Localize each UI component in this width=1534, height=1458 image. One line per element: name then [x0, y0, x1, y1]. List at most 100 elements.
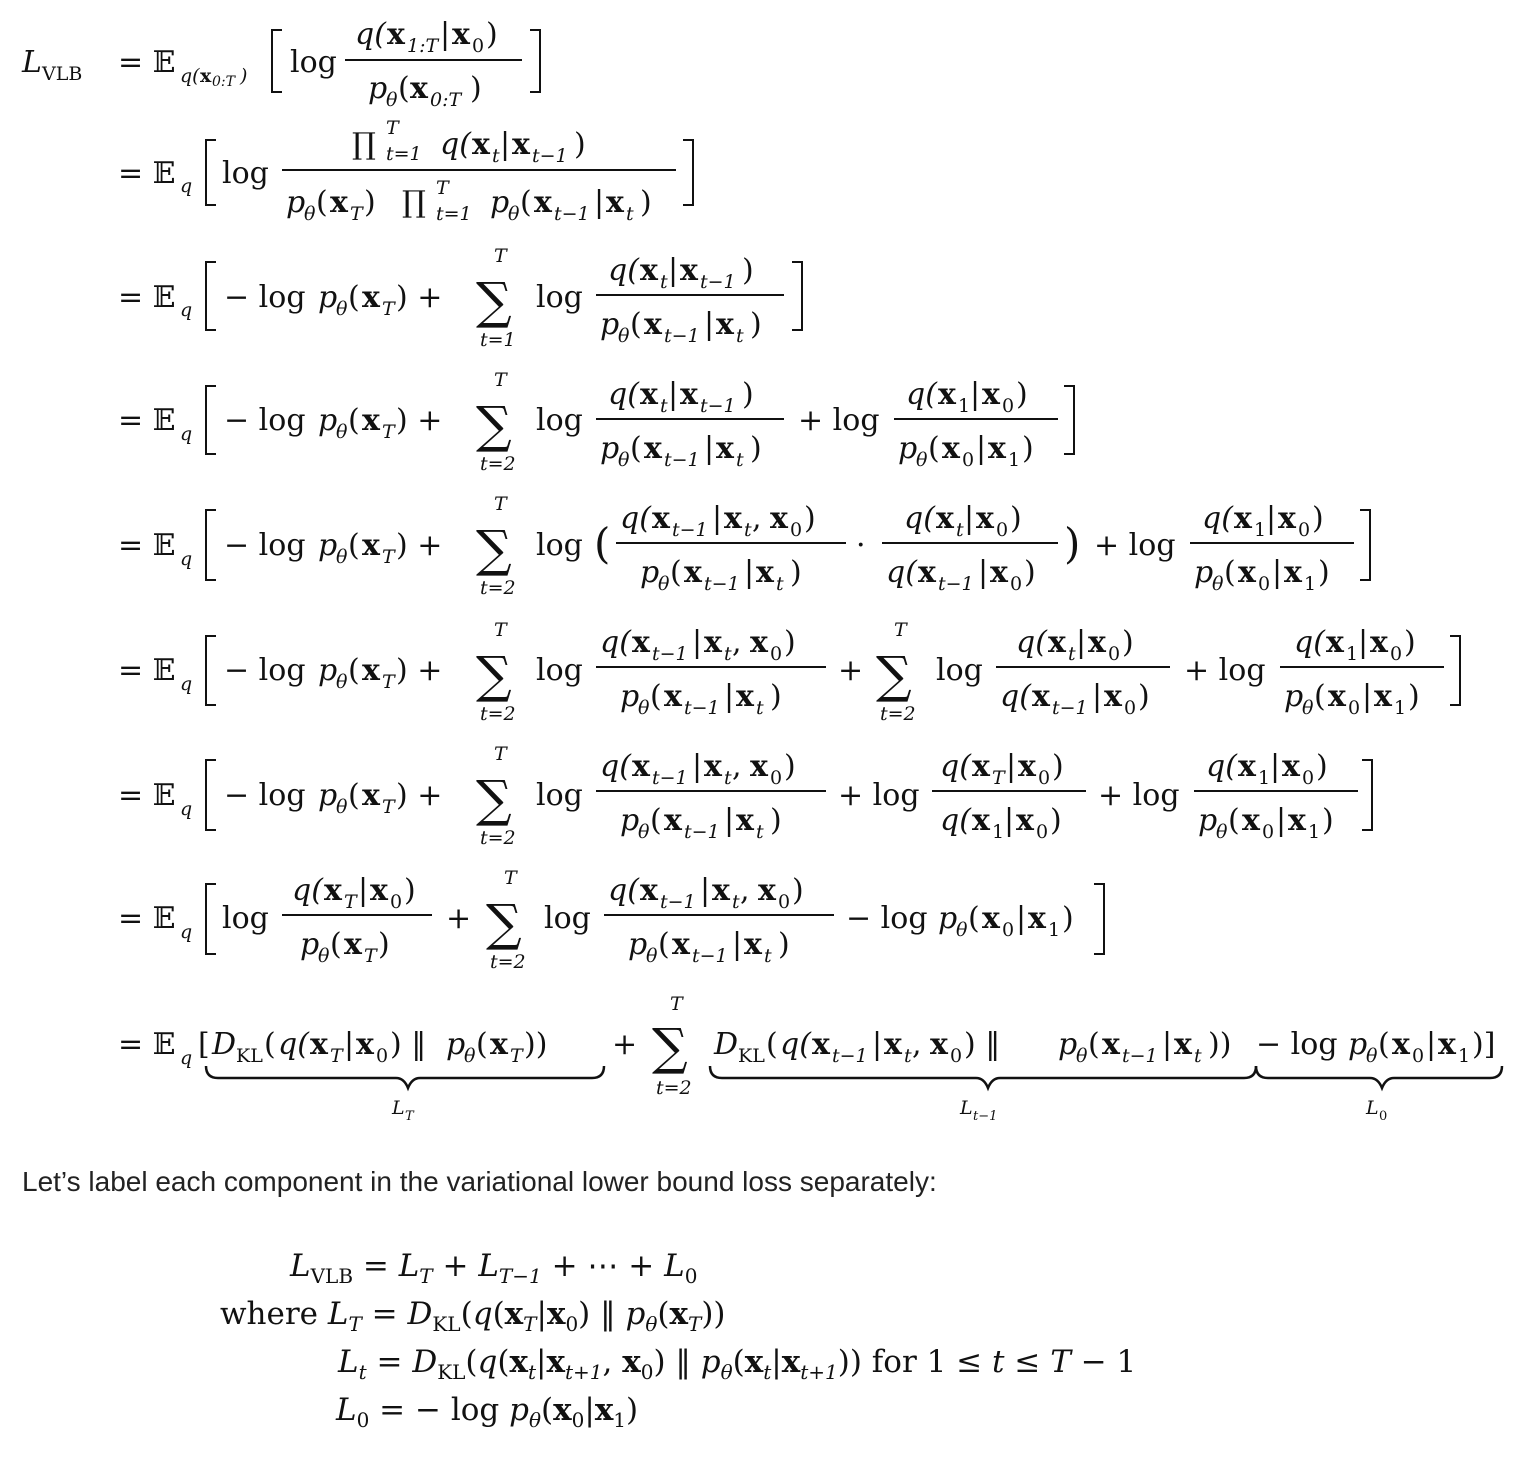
svg-text:t=1: t=1	[480, 329, 516, 351]
svg-text:): )	[1408, 679, 1420, 714]
svg-text:log: log	[536, 280, 583, 315]
svg-text:q(: q(	[1202, 501, 1234, 536]
svg-text:|: |	[704, 307, 714, 342]
svg-text:q(: q(	[1000, 679, 1032, 714]
svg-text:q(: q(	[600, 749, 632, 784]
svg-text:0:T: 0:T	[430, 89, 462, 111]
svg-text:x: x	[1102, 1027, 1121, 1062]
svg-text:∑: ∑	[476, 396, 512, 454]
svg-text:·: ·	[856, 528, 866, 563]
svg-text:0: 0	[1124, 697, 1136, 719]
svg-text:t: t	[1068, 643, 1076, 665]
svg-text:x: x	[387, 17, 406, 52]
svg-text:θ: θ	[1076, 1045, 1088, 1067]
svg-text:x: x	[704, 625, 723, 660]
svg-text:x: x	[750, 625, 769, 660]
svg-text:+: +	[612, 1027, 637, 1062]
svg-text:= 𝔼: = 𝔼	[118, 528, 176, 563]
svg-text:) +: ) +	[396, 653, 442, 688]
svg-text:θ: θ	[508, 203, 520, 225]
svg-text:0: 0	[1038, 767, 1050, 789]
svg-text:(: (	[264, 1027, 276, 1062]
svg-text:0: 0	[472, 35, 484, 57]
svg-text:log: log	[536, 653, 583, 688]
svg-text:p: p	[600, 307, 619, 342]
svg-text:θ: θ	[658, 573, 670, 595]
svg-text:(: (	[348, 403, 360, 438]
svg-text:(: (	[476, 1027, 488, 1062]
svg-text:log: log	[222, 901, 269, 936]
svg-text:θ: θ	[318, 945, 330, 967]
svg-text:θ: θ	[638, 821, 650, 843]
summary-line-2: where LT = DKL(q(xT|x0) ‖ pθ(xT))	[220, 1296, 726, 1337]
svg-text:t−1: t−1	[684, 821, 720, 843]
svg-text:x: x	[344, 927, 363, 962]
svg-text:|: |	[1092, 679, 1102, 714]
svg-text:∑: ∑	[486, 894, 522, 952]
svg-text:(: (	[398, 71, 410, 106]
svg-text:|: |	[500, 127, 510, 162]
svg-text:x: x	[1370, 625, 1389, 660]
svg-text:θ: θ	[1302, 697, 1314, 719]
svg-text:+ log: + log	[1184, 653, 1266, 688]
svg-text:x: x	[664, 803, 683, 838]
svg-text:0: 0	[1348, 697, 1360, 719]
svg-text:): )	[804, 501, 816, 536]
svg-text:1: 1	[992, 821, 1004, 843]
svg-text:x: x	[972, 749, 991, 784]
svg-text:t: t	[764, 945, 772, 967]
svg-text:x: x	[672, 927, 691, 962]
svg-text:x: x	[452, 17, 471, 52]
svg-text:1: 1	[1258, 767, 1270, 789]
svg-text:x: x	[1028, 901, 1047, 936]
svg-text:x: x	[1174, 1027, 1193, 1062]
svg-text:(: (	[520, 185, 532, 220]
svg-text:): )	[1024, 555, 1036, 590]
svg-text:0: 0	[1002, 395, 1014, 417]
svg-text:,: ,	[912, 1027, 922, 1062]
svg-text:x: x	[640, 253, 659, 288]
svg-text:): )	[364, 185, 376, 220]
svg-text:|: |	[1272, 555, 1282, 590]
svg-text:t−1: t−1	[832, 1045, 868, 1067]
svg-text:(: (	[766, 1027, 778, 1062]
svg-text:= 𝔼: = 𝔼	[118, 778, 176, 813]
svg-text:): )	[770, 679, 782, 714]
svg-text:x: x	[1016, 803, 1035, 838]
svg-text:): )	[742, 377, 754, 412]
svg-text:t−1: t−1	[700, 395, 736, 417]
svg-text:p: p	[1198, 803, 1217, 838]
svg-text:): )	[1052, 749, 1064, 784]
svg-text:t: t	[736, 449, 744, 471]
svg-text:x: x	[472, 127, 491, 162]
svg-text:x: x	[684, 555, 703, 590]
svg-text:(: (	[1224, 555, 1236, 590]
svg-text:t=1: t=1	[386, 143, 422, 165]
svg-text:): )	[1050, 803, 1062, 838]
svg-text:− log: − log	[224, 528, 306, 563]
svg-text:0: 0	[376, 1045, 388, 1067]
svg-text:(: (	[348, 528, 360, 563]
svg-text:q(: q(	[904, 501, 936, 536]
svg-text:θ: θ	[336, 796, 348, 818]
svg-text:): )	[239, 65, 247, 87]
svg-text:t: t	[1194, 1045, 1202, 1067]
svg-text:p: p	[318, 778, 337, 813]
svg-text:x: x	[664, 679, 683, 714]
svg-text:t: t	[736, 325, 744, 347]
svg-text:t: t	[660, 271, 668, 293]
svg-text:) +: ) +	[396, 280, 442, 315]
svg-text:x: x	[1374, 679, 1393, 714]
svg-text:D: D	[211, 1027, 236, 1062]
svg-text:1: 1	[1008, 449, 1020, 471]
svg-text:) ‖: ) ‖	[964, 1027, 1000, 1062]
svg-text:(: (	[658, 927, 670, 962]
svg-text:t−1: t−1	[532, 145, 568, 167]
svg-text:q(: q(	[608, 873, 640, 908]
svg-text:0: 0	[950, 1045, 962, 1067]
svg-text:x: x	[938, 377, 957, 412]
svg-text:x: x	[606, 185, 625, 220]
svg-text:log: log	[544, 901, 591, 936]
svg-text:T: T	[382, 546, 396, 568]
svg-text:1: 1	[958, 395, 970, 417]
